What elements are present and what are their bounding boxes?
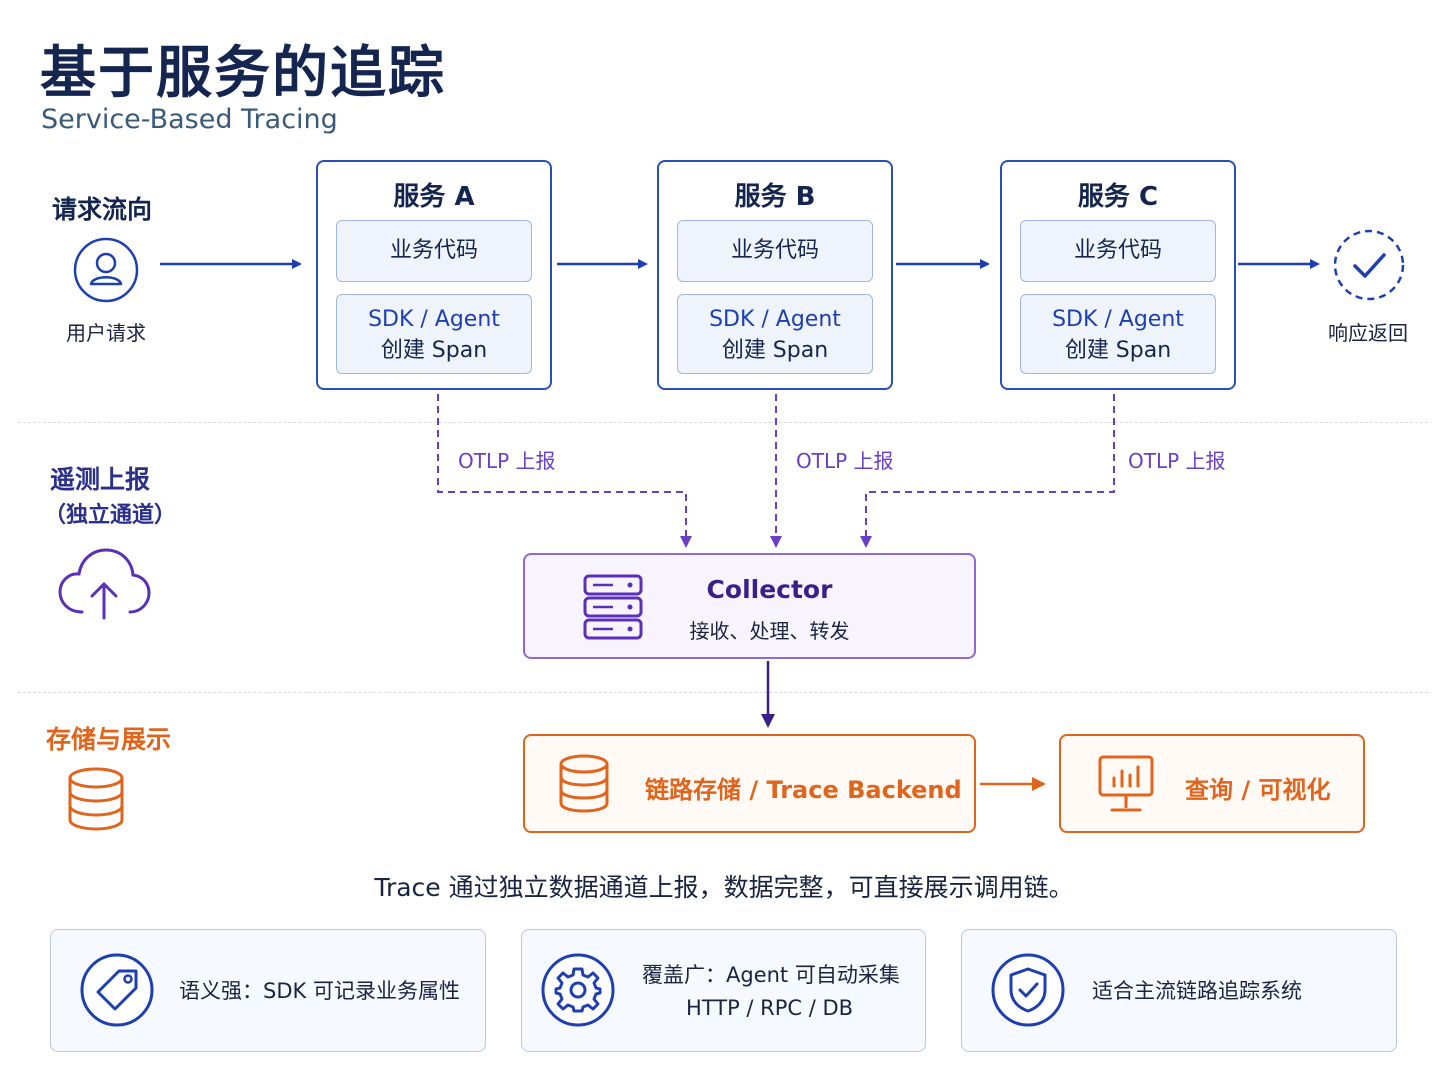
end-label: 响应返回 (1328, 321, 1408, 345)
trace-backend-label: 链路存储 / Trace Backend (645, 776, 962, 804)
sdk-label: SDK / Agent (368, 307, 500, 332)
otlp-arrowhead-b (770, 536, 782, 548)
section-label-flow: 请求流向 (52, 195, 153, 224)
section-label-storage: 存储与展示 (46, 725, 172, 754)
span-label: 创建 Span (380, 338, 488, 363)
span-label: 创建 Span (721, 338, 829, 363)
section-divider (18, 422, 1428, 423)
feature-text: 覆盖广：Agent 可自动采集 (642, 963, 900, 987)
service-sdk-box: SDK / Agent 创建 Span (336, 294, 532, 374)
service-title: 服务 C (1077, 182, 1159, 212)
database-icon (68, 767, 124, 831)
span-label: 创建 Span (1064, 338, 1172, 363)
service-sdk-box: SDK / Agent 创建 Span (677, 294, 873, 374)
check-circle-icon (1333, 229, 1405, 301)
otlp-arrowhead-a (680, 536, 692, 548)
otlp-label-a: OTLP 上报 (458, 449, 556, 473)
query-visualize-box: 查询 / 可视化 (1059, 734, 1365, 833)
sdk-label: SDK / Agent (709, 307, 841, 332)
otlp-label-b: OTLP 上报 (796, 449, 894, 473)
collector-subtitle: 接收、处理、转发 (689, 619, 850, 643)
feature-card-coverage: 覆盖广：Agent 可自动采集 HTTP / RPC / DB (521, 929, 926, 1052)
page-subtitle: Service-Based Tracing (41, 104, 338, 135)
collector-to-backend-arrowhead (761, 714, 775, 728)
trace-backend-box: 链路存储 / Trace Backend (523, 734, 976, 833)
gear-icon (541, 953, 615, 1027)
otlp-path-c (865, 394, 1115, 538)
monitor-chart-icon (1098, 755, 1154, 812)
service-b-card: 服务 B 业务代码 SDK / Agent 创建 Span (657, 160, 893, 390)
collector-title: Collector (706, 575, 833, 604)
start-label: 用户请求 (66, 321, 146, 345)
tag-icon (80, 953, 154, 1027)
section-label-telemetry-line1: 遥测上报 (50, 465, 151, 494)
service-business-code: 业务代码 (677, 220, 873, 282)
service-a-card: 服务 A 业务代码 SDK / Agent 创建 Span (316, 160, 552, 390)
feature-card-compat: 适合主流链路追踪系统 (961, 929, 1397, 1052)
otlp-label-c: OTLP 上报 (1128, 449, 1226, 473)
service-c-card: 服务 C 业务代码 SDK / Agent 创建 Span (1000, 160, 1236, 390)
service-business-code: 业务代码 (1020, 220, 1216, 282)
section-divider (18, 692, 1428, 693)
collector-box: Collector 接收、处理、转发 (523, 553, 976, 659)
service-business-code: 业务代码 (336, 220, 532, 282)
section-label-telemetry-line2: （独立通道） (44, 503, 177, 528)
feature-text-line2: HTTP / RPC / DB (686, 996, 854, 1020)
otlp-path-a (437, 394, 687, 538)
otlp-arrowhead-c (860, 536, 872, 548)
user-icon (73, 237, 139, 303)
sdk-label: SDK / Agent (1052, 307, 1184, 332)
feature-text: 语义强：SDK 可记录业务属性 (179, 979, 460, 1003)
cloud-upload-icon (58, 548, 151, 620)
service-sdk-box: SDK / Agent 创建 Span (1020, 294, 1216, 374)
query-visualize-label: 查询 / 可视化 (1185, 776, 1331, 804)
database-icon (559, 754, 609, 813)
page-title: 基于服务的追踪 (40, 41, 446, 106)
feature-text: 适合主流链路追踪系统 (1092, 979, 1302, 1003)
section-label-telemetry: 遥测上报 （独立通道） (44, 462, 176, 534)
shield-check-icon (991, 953, 1065, 1027)
diagram-caption: Trace 通过独立数据通道上报，数据完整，可直接展示调用链。 (374, 873, 1074, 902)
service-title: 服务 A (393, 182, 475, 212)
server-icon (583, 574, 643, 640)
feature-card-semantic: 语义强：SDK 可记录业务属性 (50, 929, 486, 1052)
service-title: 服务 B (734, 182, 816, 212)
